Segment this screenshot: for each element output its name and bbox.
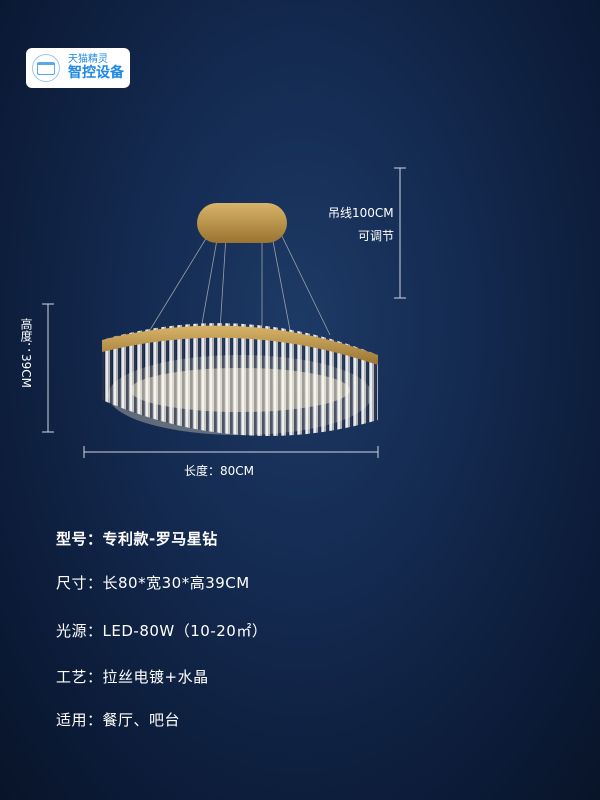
wire-length-label: 吊线100CM xyxy=(328,206,394,220)
spec-value: 餐厅、吧台 xyxy=(102,711,181,729)
spec-value: 拉丝电镀+水晶 xyxy=(102,668,209,686)
spec-label: 工艺： xyxy=(56,668,103,686)
spec-light-source: 光源：LED-80W（10-20㎡） xyxy=(56,620,267,641)
spec-value: 长80*宽30*高39CM xyxy=(102,574,250,592)
suspension-wires xyxy=(149,231,331,336)
wire-adjustable-label: 可调节 xyxy=(358,229,395,243)
length-label: 长度：80CM xyxy=(184,464,255,478)
tmall-genie-logo-icon xyxy=(32,54,60,82)
tmall-genie-badge: 天猫精灵 智控设备 xyxy=(26,48,130,88)
spec-value: 专利款-罗马星钻 xyxy=(102,530,218,548)
dimension-lines xyxy=(42,167,406,458)
spec-label: 适用： xyxy=(56,711,103,729)
spec-usage: 适用：餐厅、吧台 xyxy=(56,709,180,730)
spec-label: 型号： xyxy=(56,530,103,548)
spec-craft: 工艺：拉丝电镀+水晶 xyxy=(56,666,209,687)
badge-line1: 天猫精灵 xyxy=(68,54,108,66)
spec-value: LED-80W（10-20㎡） xyxy=(102,622,268,640)
spec-size: 尺寸：长80*宽30*高39CM xyxy=(56,572,250,593)
crystal-ring xyxy=(102,323,378,436)
spec-label: 光源： xyxy=(56,622,103,640)
spec-model: 型号：专利款-罗马星钻 xyxy=(56,528,218,549)
badge-line2: 智控设备 xyxy=(68,64,124,81)
spec-label: 尺寸： xyxy=(56,574,103,592)
height-label: 高度：39CM xyxy=(19,318,33,389)
ceiling-canopy xyxy=(197,203,287,243)
